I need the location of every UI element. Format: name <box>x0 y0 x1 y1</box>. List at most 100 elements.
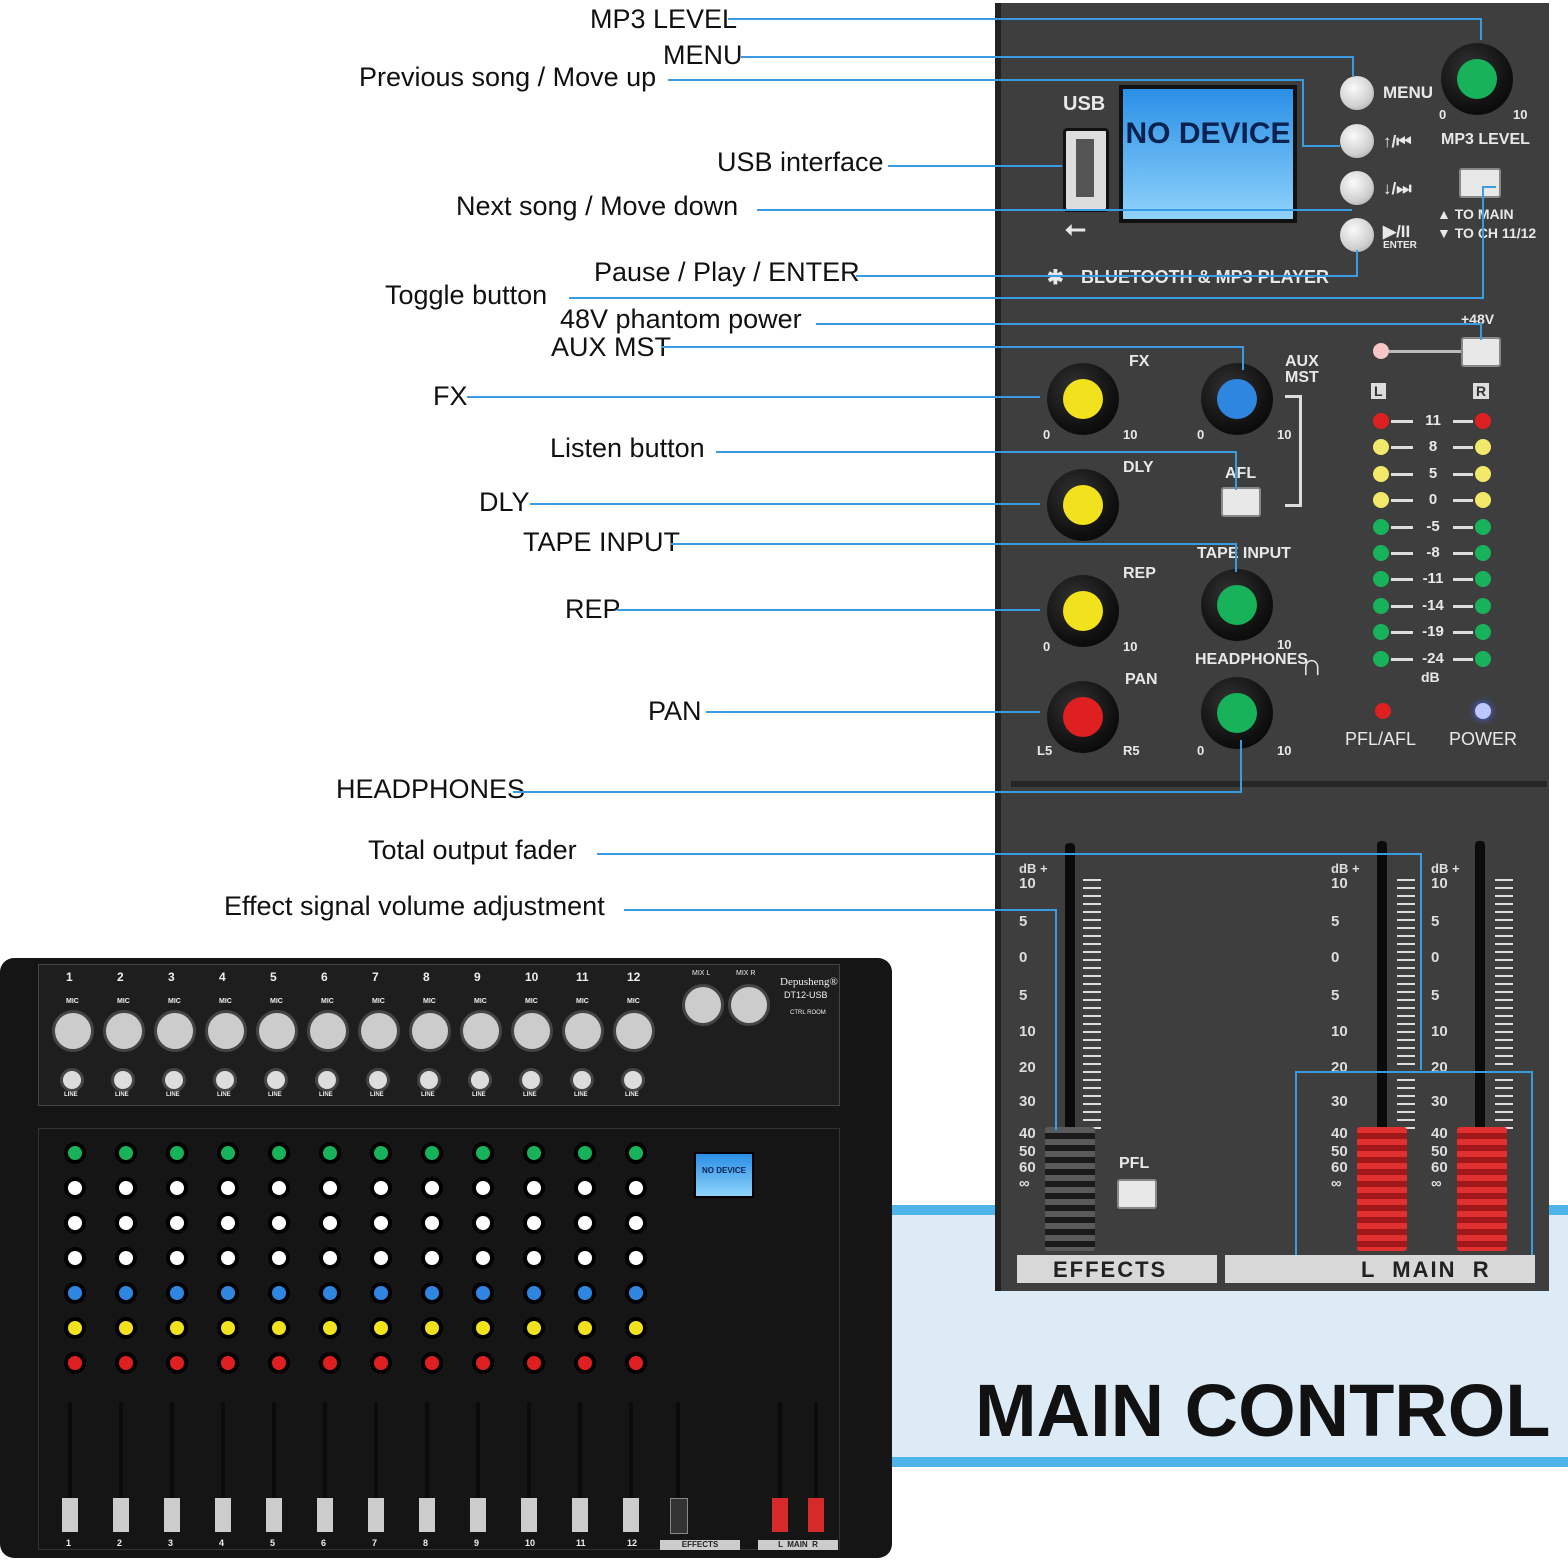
mixer-channel-knob[interactable] <box>268 1282 290 1304</box>
mixer-channel-fader-cap[interactable] <box>470 1498 486 1532</box>
previous-button[interactable] <box>1340 124 1374 158</box>
effects-fader-cap[interactable] <box>1045 1127 1095 1251</box>
mixer-channel-knob[interactable] <box>523 1282 545 1304</box>
mixer-effects-fader[interactable] <box>676 1402 680 1532</box>
mixer-channel-knob[interactable] <box>574 1212 596 1234</box>
mixer-line-input[interactable] <box>621 1068 645 1092</box>
mixer-channel-fader-cap[interactable] <box>317 1498 333 1532</box>
mixer-channel-knob[interactable] <box>574 1317 596 1339</box>
mixer-channel-knob[interactable] <box>64 1317 86 1339</box>
mixer-channel-knob[interactable] <box>370 1142 392 1164</box>
mixer-channel-knob[interactable] <box>574 1142 596 1164</box>
mixer-main-left-cap[interactable] <box>772 1498 788 1532</box>
mixer-channel-knob[interactable] <box>319 1212 341 1234</box>
mixer-channel-knob[interactable] <box>217 1177 239 1199</box>
mixer-channel-knob[interactable] <box>166 1282 188 1304</box>
mixer-channel-knob[interactable] <box>421 1212 443 1234</box>
mixer-main-right-fader[interactable] <box>814 1402 818 1532</box>
aux-mst-knob[interactable] <box>1201 363 1273 435</box>
mixer-channel-fader-cap[interactable] <box>62 1498 78 1532</box>
mixer-channel-knob[interactable] <box>319 1282 341 1304</box>
mixer-channel-knob[interactable] <box>574 1282 596 1304</box>
mixer-channel-knob[interactable] <box>166 1212 188 1234</box>
mixer-line-input[interactable] <box>264 1068 288 1092</box>
mixer-channel-fader-cap[interactable] <box>266 1498 282 1532</box>
menu-button[interactable] <box>1340 76 1374 110</box>
afl-listen-button[interactable] <box>1221 487 1261 517</box>
main-right-fader-cap[interactable] <box>1457 1127 1507 1251</box>
mixer-mic-input[interactable] <box>52 1010 94 1052</box>
mixer-mic-input[interactable] <box>511 1010 553 1052</box>
mixer-channel-knob[interactable] <box>370 1317 392 1339</box>
fx-knob[interactable] <box>1047 363 1119 435</box>
mixer-channel-knob[interactable] <box>64 1247 86 1269</box>
mixer-channel-fader-cap[interactable] <box>164 1498 180 1532</box>
mixer-channel-knob[interactable] <box>421 1247 443 1269</box>
mixer-channel-knob[interactable] <box>319 1142 341 1164</box>
mixer-channel-knob[interactable] <box>523 1317 545 1339</box>
mixer-channel-knob[interactable] <box>370 1212 392 1234</box>
mixer-main-right-cap[interactable] <box>808 1498 824 1532</box>
mixer-line-input[interactable] <box>366 1068 390 1092</box>
mixer-channel-knob[interactable] <box>370 1282 392 1304</box>
mixer-channel-knob[interactable] <box>370 1352 392 1374</box>
mixer-mic-input[interactable] <box>103 1010 145 1052</box>
mixer-channel-knob[interactable] <box>115 1177 137 1199</box>
mixer-channel-knob[interactable] <box>217 1142 239 1164</box>
mixer-mic-input[interactable] <box>460 1010 502 1052</box>
mixer-channel-knob[interactable] <box>166 1177 188 1199</box>
headphones-knob[interactable] <box>1201 677 1273 749</box>
rep-knob[interactable] <box>1047 575 1119 647</box>
mixer-channel-knob[interactable] <box>217 1352 239 1374</box>
mixer-channel-knob[interactable] <box>268 1212 290 1234</box>
mixer-channel-knob[interactable] <box>115 1282 137 1304</box>
mixer-line-input[interactable] <box>570 1068 594 1092</box>
mixer-channel-knob[interactable] <box>625 1212 647 1234</box>
mixer-mic-input[interactable] <box>256 1010 298 1052</box>
mixer-channel-knob[interactable] <box>574 1247 596 1269</box>
mixer-channel-knob[interactable] <box>523 1212 545 1234</box>
mixer-channel-knob[interactable] <box>268 1247 290 1269</box>
mixer-line-input[interactable] <box>315 1068 339 1092</box>
mixer-effects-cap[interactable] <box>670 1498 688 1534</box>
mixer-channel-knob[interactable] <box>421 1142 443 1164</box>
mixer-channel-knob[interactable] <box>472 1142 494 1164</box>
mixer-channel-knob[interactable] <box>268 1352 290 1374</box>
phantom-power-button[interactable] <box>1461 337 1501 367</box>
mixer-channel-knob[interactable] <box>421 1317 443 1339</box>
mixer-channel-knob[interactable] <box>574 1352 596 1374</box>
mixer-main-left-fader[interactable] <box>778 1402 782 1532</box>
mixer-line-input[interactable] <box>417 1068 441 1092</box>
mixer-channel-knob[interactable] <box>64 1177 86 1199</box>
mixer-channel-knob[interactable] <box>625 1317 647 1339</box>
main-left-fader-cap[interactable] <box>1357 1127 1407 1251</box>
mixer-channel-knob[interactable] <box>115 1247 137 1269</box>
mixer-channel-knob[interactable] <box>319 1317 341 1339</box>
usb-port[interactable] <box>1063 128 1109 212</box>
mixer-channel-fader-cap[interactable] <box>521 1498 537 1532</box>
mixer-channel-knob[interactable] <box>319 1177 341 1199</box>
mixer-channel-knob[interactable] <box>370 1247 392 1269</box>
mixer-channel-fader-cap[interactable] <box>113 1498 129 1532</box>
mixer-channel-knob[interactable] <box>319 1247 341 1269</box>
mixer-channel-knob[interactable] <box>166 1317 188 1339</box>
mixer-channel-knob[interactable] <box>625 1142 647 1164</box>
mixer-channel-knob[interactable] <box>625 1282 647 1304</box>
mixer-line-input[interactable] <box>111 1068 135 1092</box>
play-pause-button[interactable] <box>1340 218 1374 252</box>
mixer-channel-fader-cap[interactable] <box>368 1498 384 1532</box>
dly-knob[interactable] <box>1047 469 1119 541</box>
mixer-mix-r-output[interactable] <box>728 984 770 1026</box>
toggle-button[interactable] <box>1459 168 1501 198</box>
mixer-channel-knob[interactable] <box>421 1177 443 1199</box>
pan-knob[interactable] <box>1047 681 1119 753</box>
mixer-mic-input[interactable] <box>205 1010 247 1052</box>
pfl-button[interactable] <box>1117 1179 1157 1209</box>
mixer-channel-fader-cap[interactable] <box>623 1498 639 1532</box>
mixer-channel-knob[interactable] <box>64 1352 86 1374</box>
mixer-channel-knob[interactable] <box>166 1247 188 1269</box>
mixer-channel-knob[interactable] <box>421 1352 443 1374</box>
mixer-channel-knob[interactable] <box>421 1282 443 1304</box>
mixer-channel-knob[interactable] <box>268 1317 290 1339</box>
mixer-mic-input[interactable] <box>562 1010 604 1052</box>
